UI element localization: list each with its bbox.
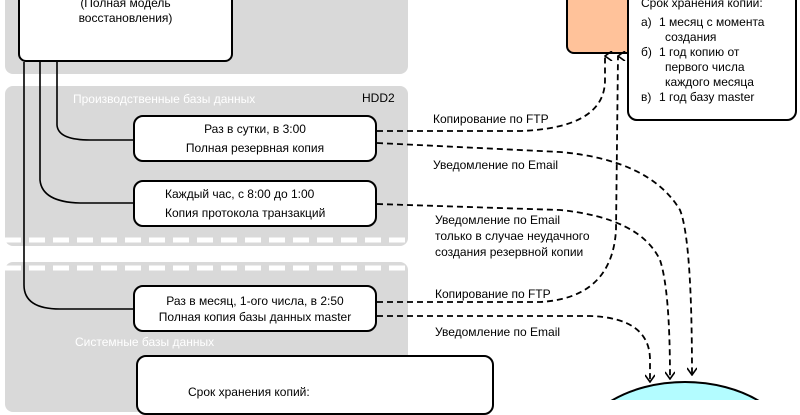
ftp-master-connector: [377, 56, 618, 303]
ellipsis-dot-icon: [241, 252, 246, 257]
ellipsis-dot-icon: [221, 252, 226, 257]
email-log-connector: [376, 203, 670, 379]
ellipsis-dot-icon: [265, 252, 270, 257]
link-to-log-job: [39, 62, 133, 204]
email-master-connector: [377, 315, 650, 382]
disk-label: HDD2: [362, 91, 395, 105]
mail-server-node[interactable]: [575, 381, 795, 400]
job-hourly-log-backup[interactable]: Каждый час, с 8:00 до 1:00 Копия протоко…: [133, 180, 377, 227]
link-to-daily-job: [56, 62, 133, 141]
email-master-label: Уведомление по Email: [435, 325, 561, 339]
system-panel-label: Системные базы данных: [75, 335, 215, 349]
email-daily-connector: [376, 142, 692, 375]
database-recovery-model-box[interactable]: (Полная модель восстановления): [18, 0, 233, 62]
ftp-master-label: Копирование по FTP: [435, 287, 551, 301]
email-daily-label: Уведомление по Email: [433, 158, 559, 172]
ftp-retention-box: Срок хранения копии: а) 1 месяц с момент…: [627, 0, 797, 121]
mail-server-svg: [575, 381, 795, 400]
recovery-model-line2: восстановления): [78, 11, 173, 25]
production-panel-label: Производственные базы данных: [73, 92, 256, 106]
panel-separators: [5, 237, 408, 271]
connectors: [23, 0, 800, 400]
ftp-retention-title: Срок хранения копии:: [641, 0, 763, 10]
link-to-master-job: [23, 62, 133, 310]
job-daily-full-backup[interactable]: Раз в сутки, в 3:00 Полная резервная коп…: [133, 115, 377, 162]
email-log-label: Уведомление по Email только в случае неу…: [435, 213, 590, 259]
retention-item: в) 1 год базу master: [641, 90, 755, 104]
recovery-model-line1: (Полная модель: [80, 0, 171, 10]
job-monthly-master-backup[interactable]: Раз в месяц, 1-ого числа, в 2:50 Полная …: [133, 285, 377, 332]
ftp-daily-connector: [377, 56, 605, 132]
local-retention-title: Срок хранения копий:: [188, 385, 310, 399]
ftp-daily-label: Копирование по FTP: [433, 112, 549, 126]
